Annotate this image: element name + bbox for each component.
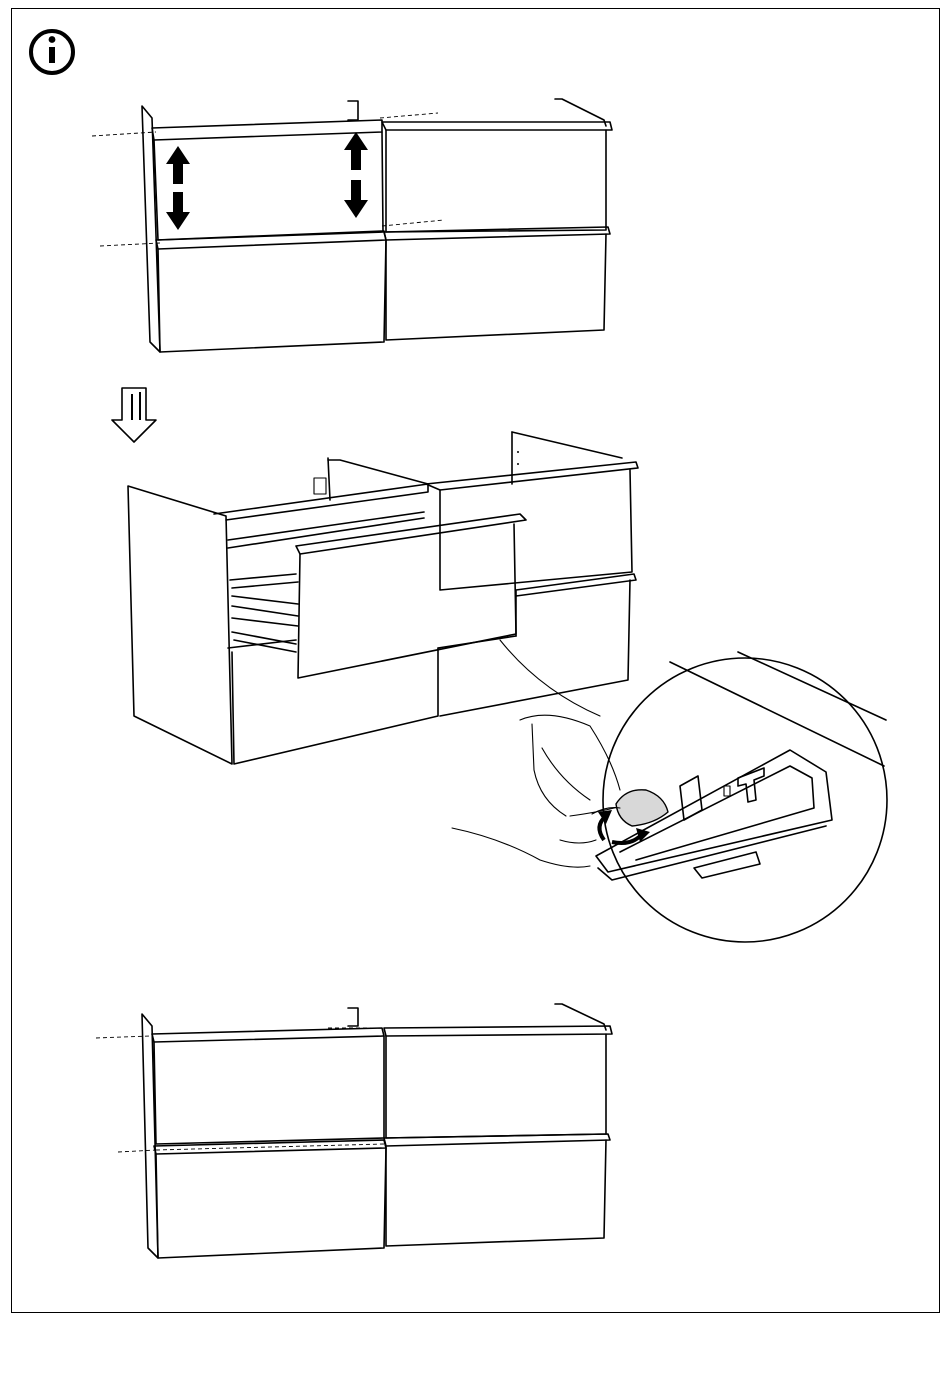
double-arrow-up-down-icon [344, 132, 368, 218]
down-arrow-icon [112, 388, 156, 442]
cabinet-misaligned [92, 99, 612, 352]
double-arrow-up-down-icon [166, 146, 190, 230]
cabinet-aligned [96, 1004, 612, 1258]
cabinet-open-drawer [128, 432, 638, 764]
detail-magnifier [452, 640, 887, 942]
info-icon [31, 31, 73, 73]
